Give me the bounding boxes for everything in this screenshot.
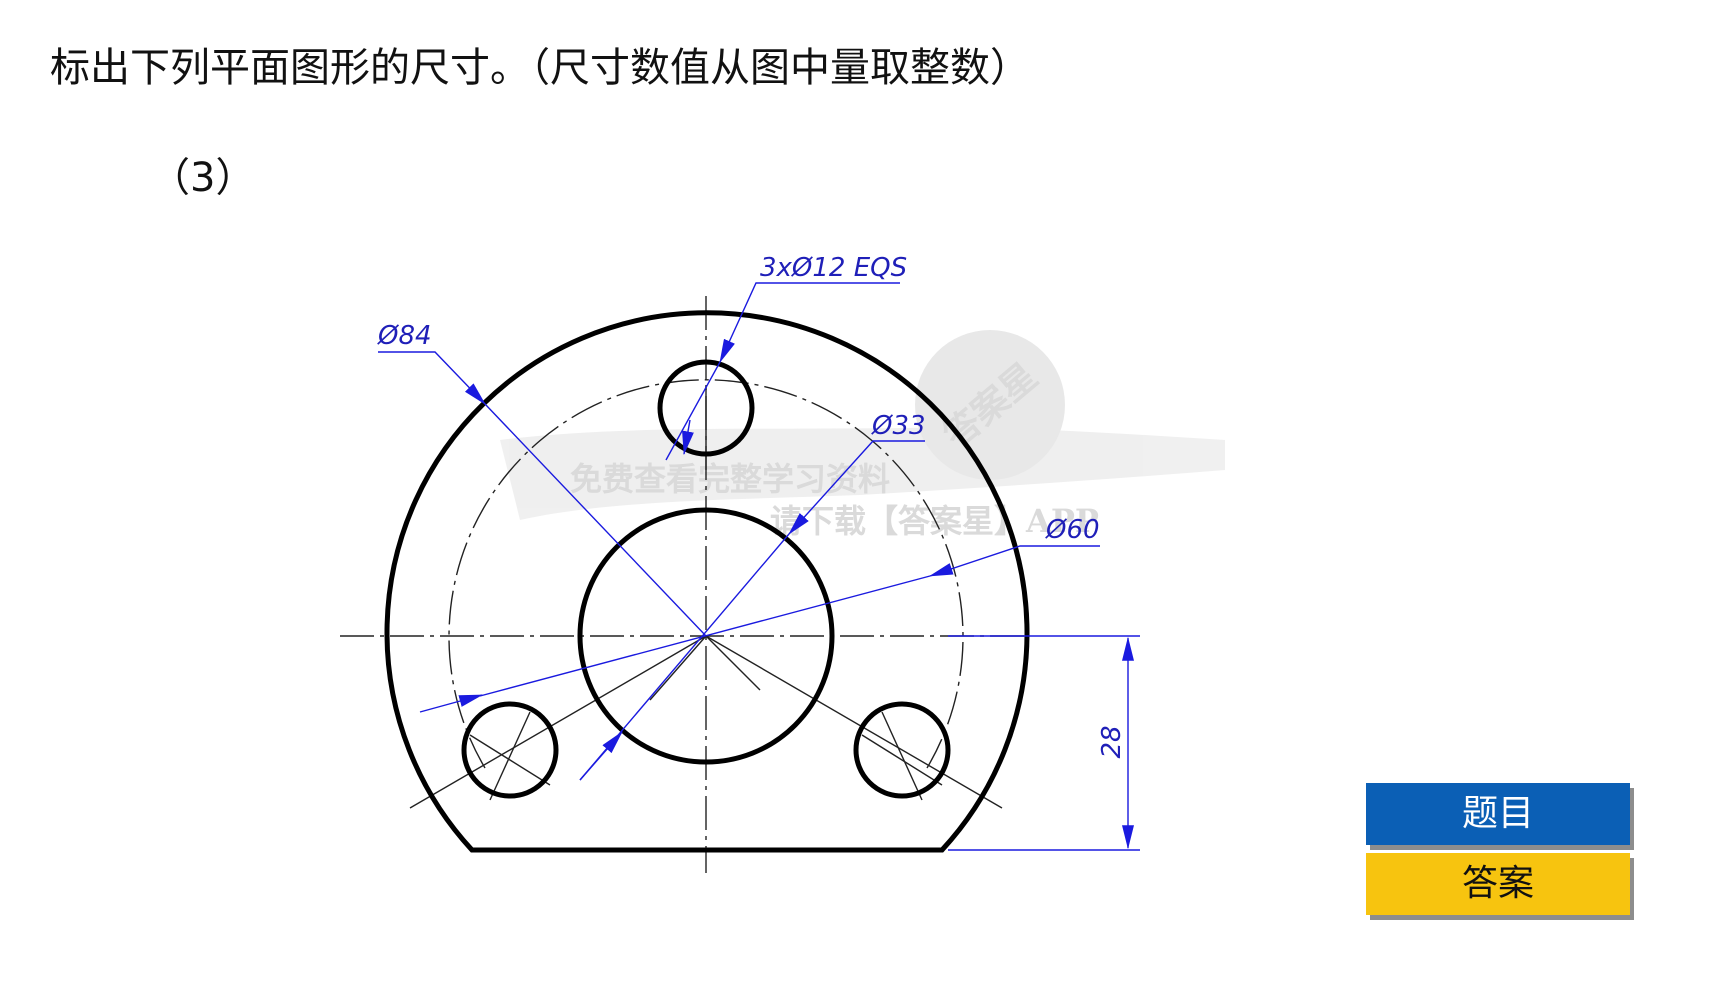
center-hole-arrow-2 bbox=[579, 731, 623, 781]
radial-line-left bbox=[409, 635, 707, 809]
inner-centerline-b bbox=[649, 635, 707, 701]
question-title: 标出下列平面图形的尺寸。（尺寸数值从图中量取整数） bbox=[50, 45, 1030, 91]
dim-bolt-circle: Ø60 bbox=[1045, 515, 1100, 545]
dim-outer-diameter: Ø84 bbox=[377, 321, 432, 351]
hole-left bbox=[461, 701, 559, 799]
leader-bolt-circle bbox=[928, 545, 1100, 577]
center-hole-line bbox=[579, 533, 790, 781]
hole-left-cross-a bbox=[469, 734, 551, 786]
answer-button[interactable]: 答案 bbox=[1366, 853, 1630, 915]
leader-holes-arrow-2 bbox=[682, 419, 694, 456]
leader-holes bbox=[719, 282, 900, 364]
outer-diameter-line bbox=[484, 403, 707, 637]
part-outline bbox=[384, 310, 1030, 853]
dim-center-hole: Ø33 bbox=[871, 411, 926, 441]
sub-question-number: （3） bbox=[150, 155, 256, 201]
bolt-circle-arrow-2 bbox=[419, 694, 484, 713]
question-button[interactable]: 题目 bbox=[1366, 783, 1630, 845]
bolt-circle-centerline bbox=[448, 379, 964, 769]
bolt-circle-line bbox=[479, 575, 931, 697]
dim-holes-note: 3xØ12 EQS bbox=[760, 253, 907, 283]
outer-contour bbox=[384, 310, 1030, 853]
watermark-logo bbox=[915, 330, 1065, 480]
hole-left-cross-b bbox=[489, 711, 531, 801]
watermark-line-2: 请下载【答案星】APP bbox=[770, 502, 1099, 540]
watermark-line-1: 免费查看完整学习资料 bbox=[570, 460, 890, 498]
dimension-texts: 3xØ12 EQS Ø84 Ø33 Ø60 28 bbox=[377, 253, 1127, 759]
inner-centerline-a bbox=[705, 635, 761, 691]
watermark: 答案星 免费查看完整学习资料 请下载【答案星】APP bbox=[500, 330, 1225, 540]
leader-center-hole bbox=[788, 440, 925, 535]
hole-right-cross-a bbox=[861, 734, 943, 786]
hole-right bbox=[853, 701, 951, 799]
dimension-lines bbox=[378, 282, 1140, 851]
dim-height-offset: 28 bbox=[1097, 725, 1127, 758]
hole-right-cross-b bbox=[881, 711, 923, 801]
center-hole bbox=[577, 507, 835, 765]
center-lines bbox=[340, 296, 1030, 873]
leader-holes-extension bbox=[665, 361, 721, 461]
radial-line-right bbox=[705, 635, 1003, 809]
hole-top bbox=[657, 359, 755, 457]
leader-outer-diameter bbox=[378, 351, 486, 405]
